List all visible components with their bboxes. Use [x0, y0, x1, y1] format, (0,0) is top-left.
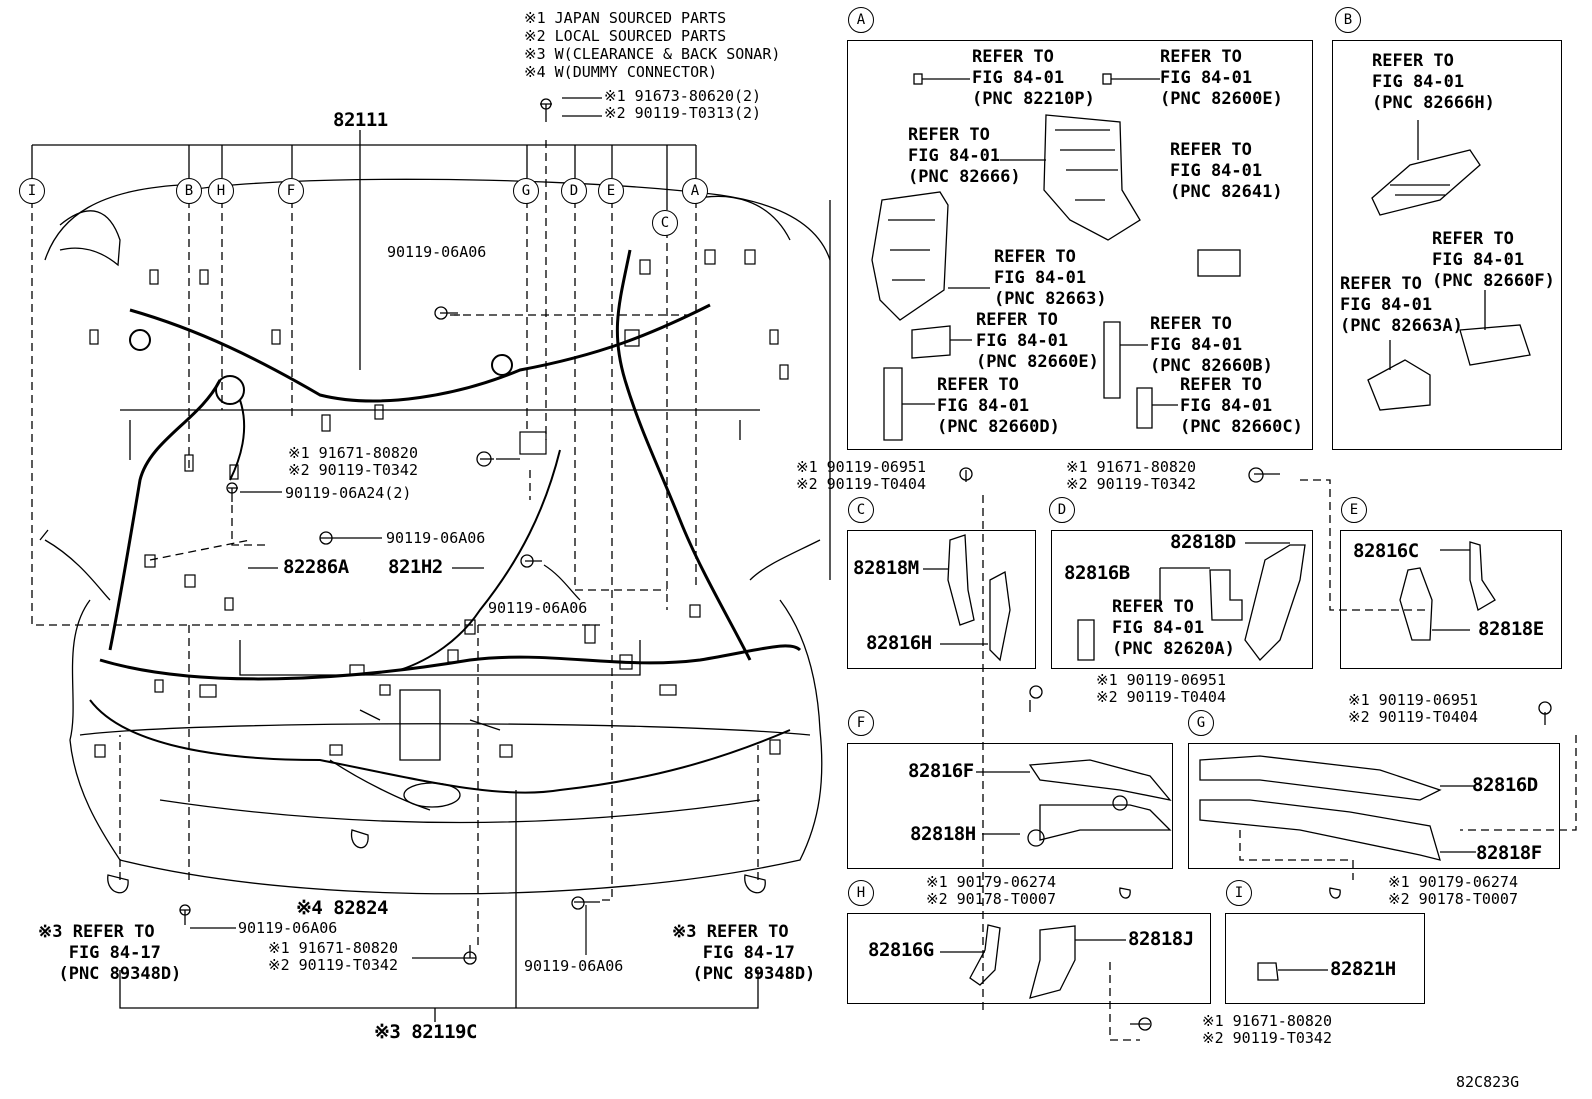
- panel-b-ref-82666h: REFER TO FIG 84-01 (PNC 82666H): [1372, 51, 1495, 113]
- marker-f: F: [278, 178, 304, 204]
- panel-h-label: H: [848, 880, 874, 906]
- bolt-06a24-label: 90119-06A24(2): [285, 484, 412, 502]
- bolt-06a06-c-label: 90119-06A06: [488, 599, 588, 617]
- marker-d: D: [561, 178, 587, 204]
- part-82818h: 82818H: [910, 823, 976, 845]
- note-4: ※4 W(DUMMY CONNECTOR): [524, 63, 718, 81]
- refer-left-label: ※3 REFER TO FIG 84-17 (PNC 89348D): [38, 922, 182, 984]
- bolt-06a06-a-label: 90119-06A06: [387, 243, 487, 261]
- note-3: ※3 W(CLEARANCE & BACK SONAR): [524, 45, 781, 63]
- part-82818m: 82818M: [853, 557, 919, 579]
- diagram-code: 82C823G: [1456, 1073, 1520, 1091]
- panel-c-bolt: ※1 90119-06951 ※2 90119-T0404: [796, 458, 926, 493]
- panel-f-label: F: [848, 710, 874, 736]
- panel-c-label: C: [848, 497, 874, 523]
- panel-f-bolt: ※1 90119-06951 ※2 90119-T0404: [1096, 671, 1226, 706]
- marker-h: H: [208, 178, 234, 204]
- panel-a-ref-82660e: REFER TO FIG 84-01 (PNC 82660E): [976, 310, 1099, 372]
- part-82816c: 82816C: [1353, 540, 1419, 562]
- panel-a-label: A: [848, 7, 874, 33]
- refer-right-label: ※3 REFER TO FIG 84-17 (PNC 89348D): [672, 922, 816, 984]
- part-821h2-label: 821H2: [388, 556, 443, 578]
- panel-c-frame: [847, 530, 1036, 669]
- marker-c: C: [652, 210, 678, 236]
- panel-g-bolt: ※1 90119-06951 ※2 90119-T0404: [1348, 691, 1478, 726]
- part-82119c-label: ※3 82119C: [374, 1021, 477, 1043]
- panel-h-clip: ※1 90179-06274 ※2 90178-T0007: [926, 873, 1056, 908]
- panel-i-frame: [1225, 913, 1425, 1004]
- panel-b-ref-82663a: REFER TO FIG 84-01 (PNC 82663A): [1340, 274, 1463, 336]
- panel-e-frame: [1340, 530, 1562, 669]
- panel-d-ref-82620a: REFER TO FIG 84-01 (PNC 82620A): [1112, 597, 1235, 659]
- part-82816h: 82816H: [866, 632, 932, 654]
- part-82816g: 82816G: [868, 939, 934, 961]
- panel-b-label: B: [1335, 7, 1361, 33]
- marker-i: I: [19, 178, 45, 204]
- panel-i-clip: ※1 90179-06274 ※2 90178-T0007: [1388, 873, 1518, 908]
- bolt-lower-label: ※1 91671-80820 ※2 90119-T0342: [268, 939, 398, 974]
- bolt-mid-label: ※1 91671-80820 ※2 90119-T0342: [288, 444, 418, 479]
- marker-b: B: [176, 178, 202, 204]
- part-82816f: 82816F: [908, 760, 974, 782]
- bolt-06a06-e-label: 90119-06A06: [524, 957, 624, 975]
- panel-b-frame: [1332, 40, 1562, 450]
- panel-b-ref-82660f: REFER TO FIG 84-01 (PNC 82660F): [1432, 229, 1555, 291]
- panel-a-ref-82660b: REFER TO FIG 84-01 (PNC 82660B): [1150, 314, 1273, 376]
- panel-a-ref-82600e: REFER TO FIG 84-01 (PNC 82600E): [1160, 47, 1283, 109]
- part-82816d: 82816D: [1472, 774, 1538, 796]
- panel-d-label: D: [1049, 497, 1075, 523]
- panel-h-bolt: ※1 91671-80820 ※2 90119-T0342: [1202, 1012, 1332, 1047]
- part-82816b: 82816B: [1064, 562, 1130, 584]
- panel-a-ref-82641: REFER TO FIG 84-01 (PNC 82641): [1170, 140, 1283, 202]
- panel-g-label: G: [1188, 710, 1214, 736]
- note-2: ※2 LOCAL SOURCED PARTS: [524, 27, 727, 45]
- part-82821h: 82821H: [1330, 958, 1396, 980]
- panel-h-frame: [847, 913, 1211, 1004]
- part-82824-label: ※4 82824: [296, 897, 389, 919]
- panel-a-frame: [847, 40, 1313, 450]
- part-82818f: 82818F: [1476, 842, 1542, 864]
- bolt-06a06-d-label: 90119-06A06: [238, 919, 338, 937]
- top-bolt-label: ※1 91673-80620(2) ※2 90119-T0313(2): [604, 87, 762, 122]
- marker-a: A: [682, 178, 708, 204]
- marker-g: G: [513, 178, 539, 204]
- panel-g-frame: [1188, 743, 1560, 869]
- panel-e-label: E: [1341, 497, 1367, 523]
- part-82818e: 82818E: [1478, 618, 1544, 640]
- harness-82111-label: 82111: [333, 109, 388, 131]
- panel-a-ref-82660d: REFER TO FIG 84-01 (PNC 82660D): [937, 375, 1060, 437]
- part-82818j: 82818J: [1128, 928, 1194, 950]
- part-82286a-label: 82286A: [283, 556, 349, 578]
- panel-i-label: I: [1226, 880, 1252, 906]
- panel-a-ref-82660c: REFER TO FIG 84-01 (PNC 82660C): [1180, 375, 1303, 437]
- panel-a-ref-82210p: REFER TO FIG 84-01 (PNC 82210P): [972, 47, 1095, 109]
- note-1: ※1 JAPAN SOURCED PARTS: [524, 9, 727, 27]
- part-82818d: 82818D: [1170, 531, 1236, 553]
- marker-e: E: [598, 178, 624, 204]
- panel-f-frame: [847, 743, 1173, 869]
- panel-d-bolt: ※1 91671-80820 ※2 90119-T0342: [1066, 458, 1196, 493]
- panel-a-ref-82666: REFER TO FIG 84-01 (PNC 82666): [908, 125, 1021, 187]
- panel-a-ref-82663: REFER TO FIG 84-01 (PNC 82663): [994, 247, 1107, 309]
- bolt-06a06-b-label: 90119-06A06: [386, 529, 486, 547]
- panel-d-frame: [1051, 530, 1313, 669]
